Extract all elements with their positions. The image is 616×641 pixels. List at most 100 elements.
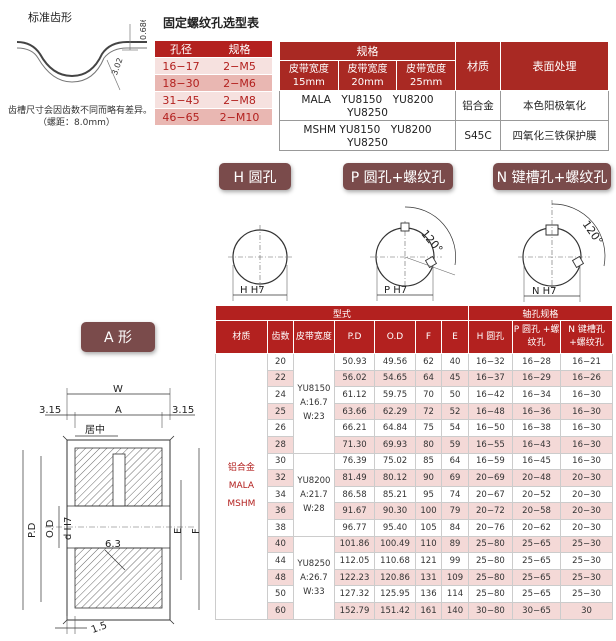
h-bore-tag: H 圆孔 xyxy=(219,163,291,190)
spec-cell: 16−45 xyxy=(512,452,562,471)
spec-belt-group: YU8250 A:26.7 W:33 xyxy=(293,535,335,620)
a-center-label: 居中 xyxy=(85,423,105,436)
spec-cell: 95 xyxy=(414,485,443,504)
spec-cell: 114 xyxy=(441,585,469,603)
spec-cell: 75.02 xyxy=(374,452,416,471)
spec-cell: 20−30 xyxy=(560,469,613,487)
spec-col-teeth: 齿数 xyxy=(266,320,295,354)
spec-cell: 25−65 xyxy=(512,585,562,603)
a-dim-a: A xyxy=(115,405,122,416)
sel-header-spec: 规格 xyxy=(207,41,272,58)
spec-cell: 16−30 xyxy=(560,402,613,421)
spec-cell: 152.79 xyxy=(333,601,376,620)
spec-table: 型式 轴孔规格 材质 齿数 皮带宽度 P.D O.D F E H 圆孔 P 圆孔… xyxy=(215,305,614,620)
spec-cell: 99 xyxy=(441,552,469,570)
spec-cell: 64 xyxy=(414,369,443,388)
spec-cell: 76.39 xyxy=(333,452,376,471)
spec-cell: 121 xyxy=(414,552,443,570)
n-bore-angle: 120° xyxy=(580,218,606,247)
spec-cell: 20−30 xyxy=(560,485,613,504)
spec-cell: 16−34 xyxy=(512,386,562,404)
spec-cell: 59 xyxy=(441,435,469,454)
spec-cell: 91.67 xyxy=(333,502,376,520)
spec-cell: 131 xyxy=(414,568,443,587)
spec-cell: 16−42 xyxy=(467,386,514,404)
spec-col-h: H 圆孔 xyxy=(467,320,514,354)
spec-cell: 136 xyxy=(414,585,443,603)
spec-cell: 25−30 xyxy=(560,568,613,587)
a-shape-tag: A 形 xyxy=(81,322,155,352)
a-dim-od: O.D xyxy=(45,519,56,538)
spec-cell: 100 xyxy=(414,502,443,520)
spec-cell: 45 xyxy=(441,369,469,388)
spec-cell: 96.77 xyxy=(333,518,376,537)
spec-cell: 110.68 xyxy=(374,552,416,570)
spec-cell: 100.49 xyxy=(374,535,416,554)
spec-cell: 16−21 xyxy=(560,353,613,371)
spec-cell: 69 xyxy=(441,469,469,487)
mat-row-surface: 本色阳极氧化 xyxy=(500,90,609,121)
spec-cell: 62.29 xyxy=(374,402,416,421)
spec-cell: 50.93 xyxy=(333,353,376,371)
spec-cell: 89 xyxy=(441,535,469,554)
spec-cell: 50 xyxy=(441,386,469,404)
p-bore-angle: 120° xyxy=(418,227,445,256)
spec-material-cell: 铝合金 MALA MSHM xyxy=(215,353,268,620)
spec-cell: 52 xyxy=(441,402,469,421)
spec-cell: 25−65 xyxy=(512,535,562,554)
spec-col-p: P 圆孔 +螺纹孔 xyxy=(512,320,562,354)
spec-header-shaft: 轴孔规格 xyxy=(467,305,614,321)
mat-row-surface: 四氧化三铁保护膜 xyxy=(500,120,609,151)
tooth-note-line1: 齿槽尺寸会因齿数不同而略有差异。 xyxy=(8,106,153,116)
spec-cell: 64 xyxy=(441,452,469,471)
spec-cell-teeth: 26 xyxy=(266,419,295,437)
spec-cell: 54.65 xyxy=(374,369,416,388)
spec-cell: 86.58 xyxy=(333,485,376,504)
spec-cell: 25−80 xyxy=(467,535,514,554)
h-bore-diagram: H H7 xyxy=(228,225,292,301)
spec-cell: 25−65 xyxy=(512,568,562,587)
spec-cell: 20−69 xyxy=(467,469,514,487)
spec-cell: 85 xyxy=(414,452,443,471)
spec-cell: 109 xyxy=(441,568,469,587)
spec-cell: 110 xyxy=(414,535,443,554)
spec-cell: 25−30 xyxy=(560,585,613,603)
selection-table-title: 固定螺纹孔选型表 xyxy=(163,16,260,30)
mat-row-material: 铝合金 xyxy=(455,90,501,121)
spec-cell: 16−30 xyxy=(560,452,613,471)
spec-cell: 25−80 xyxy=(467,585,514,603)
spec-cell: 30−80 xyxy=(467,601,514,620)
spec-cell-teeth: 20 xyxy=(266,353,295,371)
spec-cell: 16−30 xyxy=(560,419,613,437)
spec-cell: 16−43 xyxy=(512,435,562,454)
spec-cell: 127.32 xyxy=(333,585,376,603)
spec-cell: 90.30 xyxy=(374,502,416,520)
spec-cell: 122.23 xyxy=(333,568,376,587)
spec-cell: 20−72 xyxy=(467,502,514,520)
spec-cell: 25−80 xyxy=(467,568,514,587)
n-bore-diagram: 120° N H7 xyxy=(518,200,606,302)
spec-cell: 20−58 xyxy=(512,502,562,520)
sel-cell: 2−M6 xyxy=(207,74,272,92)
spec-col-material: 材质 xyxy=(215,320,268,354)
sel-cell: 2−M5 xyxy=(207,57,272,75)
sel-cell: 16−17 xyxy=(155,57,207,75)
spec-cell: 71.30 xyxy=(333,435,376,454)
spec-cell: 85.21 xyxy=(374,485,416,504)
spec-cell: 30 xyxy=(560,601,613,620)
spec-cell-teeth: 38 xyxy=(266,518,295,537)
spec-col-od: O.D xyxy=(374,320,416,354)
spec-cell: 62 xyxy=(414,353,443,371)
n-bore-tag: N 键槽孔+螺纹孔 xyxy=(493,163,611,190)
spec-cell-teeth: 44 xyxy=(266,552,295,570)
spec-cell: 25−80 xyxy=(467,552,514,570)
